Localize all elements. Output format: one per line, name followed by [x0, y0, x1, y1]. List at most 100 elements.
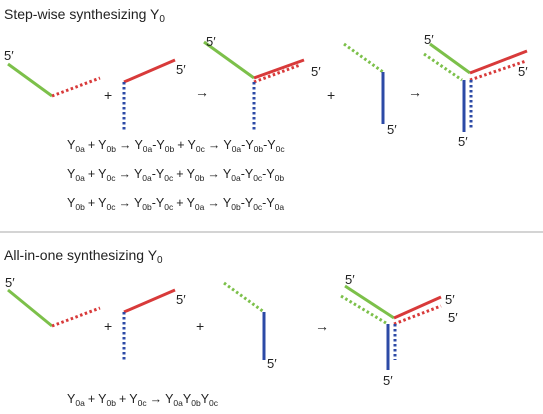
strand-term: Y0c: [187, 138, 205, 154]
strand-subscript: 0c: [253, 173, 263, 183]
strand-red-dashed: [51, 76, 101, 98]
strand-subscript: 0a: [75, 398, 85, 408]
strand-term: Y0a: [133, 167, 152, 183]
plus-sign: +: [104, 318, 112, 334]
strand-term: -Y0b: [241, 138, 264, 154]
strand-term: Y0b: [186, 167, 205, 183]
strand-subscript: 0b: [75, 202, 85, 212]
strand-subscript: 0b: [106, 398, 116, 408]
strand-subscript: 0a: [75, 144, 85, 154]
strand-term: Y0a: [67, 392, 85, 408]
strand-term: Y0b: [98, 138, 116, 154]
five-prime-label: 5′: [176, 62, 186, 77]
five-prime-label: 5′: [176, 292, 186, 307]
label-layer: 5′+5′→5′5′+5′→5′5′5′5′+5′+5′→5′5′5′5′: [4, 32, 528, 388]
five-prime-label: 5′: [383, 373, 393, 388]
strand-subscript: 0a: [142, 144, 153, 154]
strand-subscript: 0a: [173, 398, 183, 408]
strand-green-solid: [429, 42, 471, 75]
five-prime-label: 5′: [387, 122, 397, 137]
strand-term: Y0c: [129, 392, 147, 408]
plus-sign: +: [327, 87, 335, 103]
plus-sign: +: [87, 138, 96, 152]
strand-term: Y0a: [67, 138, 85, 154]
strand-term: Y0b: [133, 196, 152, 212]
strand-term: Y0a: [134, 138, 153, 154]
strand-term: Y0a: [67, 167, 85, 183]
section2-heading-text: All-in-one synthesizing Y: [4, 247, 158, 263]
section1-heading-text: Step-wise synthesizing Y: [4, 6, 160, 22]
strand-red-solid: [393, 295, 442, 320]
strand-subscript: 0b: [194, 173, 205, 183]
strand-subscript: 0c: [209, 398, 219, 408]
five-prime-label: 5′: [345, 272, 355, 287]
strand-green-solid: [344, 284, 395, 320]
arrow-sign: →: [315, 318, 329, 334]
strand-red-solid: [123, 58, 176, 84]
arrow-sign: →: [118, 138, 132, 152]
strand-green-solid: [7, 62, 53, 98]
strand-term: Y0c: [98, 167, 116, 183]
strand-subscript: 0c: [164, 202, 174, 212]
arrow-sign: →: [118, 196, 131, 210]
strand-subscript: 0b: [253, 144, 264, 154]
equation-row-3: Y0b+Y0c→Y0b-Y0c+Y0a→Y0b-Y0c-Y0a: [67, 196, 285, 212]
plus-sign: +: [87, 196, 96, 210]
arrow-sign: →: [207, 138, 221, 152]
strand-term: Y0c: [98, 196, 116, 212]
strand-term: Y0b: [222, 196, 241, 212]
equation-all-in-one: Y0a+Y0b+Y0c→Y0aY0bY0c: [67, 392, 219, 408]
strand-red-dashed: [51, 306, 101, 328]
plus-sign: +: [196, 318, 204, 334]
strand-subscript: 0c: [164, 173, 174, 183]
strand-term: -Y0c: [240, 196, 263, 212]
strand-term: Y0a: [222, 167, 241, 183]
strand-red-dashed: [393, 304, 442, 326]
strand-subscript: 0b: [191, 398, 201, 408]
plus-sign: +: [87, 392, 96, 406]
strand-subscript: 0a: [274, 202, 285, 212]
strand-term: -Y0c: [151, 167, 174, 183]
strand-subscript: 0c: [106, 202, 116, 212]
five-prime-label: 5′: [448, 310, 458, 325]
strand-term: -Y0c: [263, 138, 285, 154]
strand-green-dashed: [340, 294, 387, 325]
strand-green-dashed: [343, 42, 384, 74]
plus-sign: +: [176, 167, 184, 181]
plus-sign: +: [104, 87, 112, 103]
strand-red-solid: [469, 49, 528, 75]
strand-term: Y0b: [182, 392, 201, 408]
strand-term: Y0c: [200, 392, 219, 408]
plus-sign: +: [177, 138, 185, 152]
arrow-sign: →: [207, 196, 220, 210]
strand-subscript: 0c: [275, 144, 285, 154]
strand-red-dashed: [253, 63, 301, 84]
five-prime-label: 5′: [5, 275, 15, 290]
section2-heading: All-in-one synthesizing Y0: [4, 247, 163, 266]
strand-green-dashed: [423, 52, 463, 82]
arrow-sign: →: [118, 167, 131, 181]
section2-heading-subscript: 0: [157, 255, 163, 266]
arrow-sign: →: [207, 167, 220, 181]
strand-subscript: 0c: [195, 144, 205, 154]
strand-term: -Y0c: [240, 167, 263, 183]
strand-green-solid: [7, 288, 53, 328]
section1-heading: Step-wise synthesizing Y0: [4, 6, 165, 25]
strand-subscript: 0b: [106, 144, 116, 154]
five-prime-label: 5′: [518, 64, 528, 79]
strand-subscript: 0a: [194, 202, 205, 212]
strand-term: Y0b: [98, 392, 116, 408]
strand-red-solid: [123, 288, 176, 314]
strand-layer: [7, 40, 528, 370]
plus-sign: +: [118, 392, 127, 406]
arrow-sign: →: [408, 84, 422, 100]
five-prime-label: 5′: [458, 134, 468, 149]
strand-subscript: 0a: [75, 173, 85, 183]
strand-red-solid: [253, 58, 305, 80]
strand-term: Y0a: [165, 392, 183, 408]
section1-heading-subscript: 0: [159, 14, 165, 25]
plus-sign: +: [176, 196, 184, 210]
strand-term: Y0a: [186, 196, 205, 212]
equation-row-1: Y0a+Y0b→Y0a-Y0b+Y0c→Y0a-Y0b-Y0c: [67, 138, 285, 154]
